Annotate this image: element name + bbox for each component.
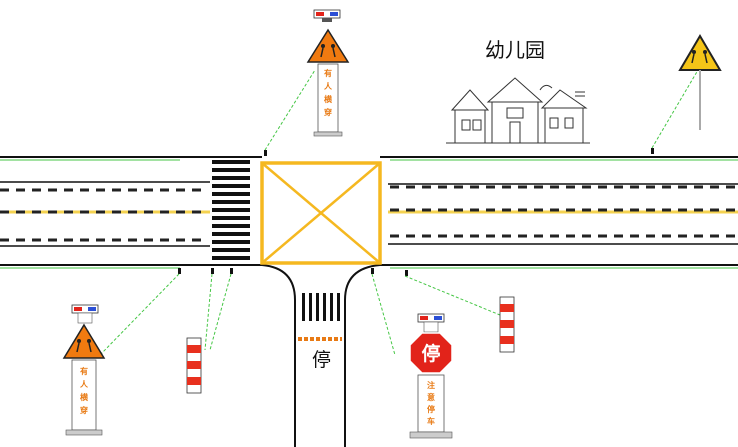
top-warning-sign-post: 有 人 横 穿 (306, 9, 350, 137)
main-road (0, 156, 738, 269)
sign-text: 横 (324, 94, 333, 104)
side-road-right-edge (344, 264, 381, 447)
left-warning-sign-post: 有 人 横 穿 (62, 304, 106, 436)
stop-sign-text: 停 (421, 342, 440, 365)
sign-text: 穿 (80, 405, 88, 415)
sign-text: 横 (80, 392, 89, 402)
sign-text: 有 (80, 366, 88, 376)
sign-text: 注 (427, 380, 435, 390)
stop-octagon-icon (409, 332, 453, 374)
sign-text: 穿 (324, 107, 332, 117)
box-junction (260, 161, 382, 265)
bollard-left (186, 337, 202, 394)
crosswalk-main-road (212, 160, 250, 260)
sign-text: 有 (324, 68, 332, 78)
kindergarten-label: 幼儿园 (485, 38, 545, 62)
sign-text: 车 (427, 416, 435, 426)
pedestrian-warning-icon (306, 28, 350, 63)
side-road-left-edge (261, 264, 296, 447)
sign-text: 人 (80, 379, 89, 389)
bollard-right (499, 296, 515, 353)
stop-sign-post: 停 注 意 停 车 (409, 313, 453, 439)
side-road: 停 (261, 264, 381, 447)
road-markers (178, 148, 654, 276)
top-right-warning-sign (678, 34, 722, 130)
kindergarten-building-icon (450, 89, 490, 111)
pedestrian-warning-icon (62, 323, 106, 359)
road-stop-marking: 停 (312, 349, 331, 371)
crosswalk-side-road (302, 293, 340, 321)
sign-text: 停 (427, 404, 435, 414)
kindergarten-building (446, 77, 590, 144)
sign-text: 意 (427, 392, 435, 402)
guide-lines (99, 69, 699, 356)
sign-text: 人 (324, 81, 333, 91)
pedestrian-warning-icon (678, 34, 722, 71)
